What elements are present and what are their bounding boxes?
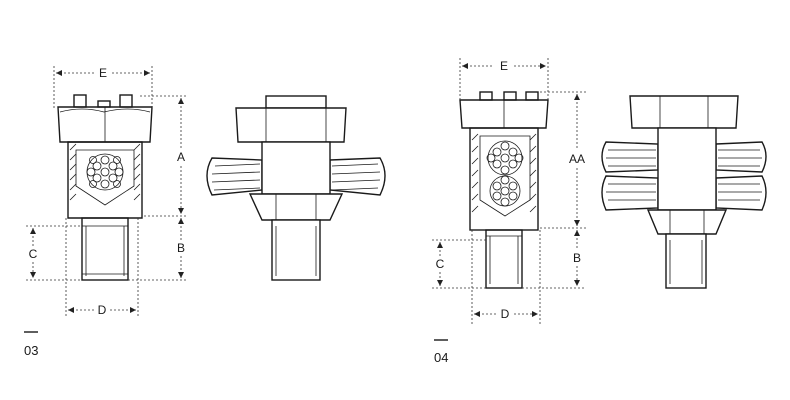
fig04-label-b: B (573, 251, 581, 265)
fig03-exterior-body (261, 141, 331, 195)
fig04-dimensions (432, 58, 586, 324)
fig03-number: 03 (24, 343, 38, 358)
fig03-body (67, 141, 143, 219)
fig03-bottom-flange (248, 193, 344, 221)
fig03-exterior-view (206, 95, 386, 281)
fig03-section-view (57, 94, 153, 281)
fig03-cable-strands (86, 153, 124, 191)
fig04-lug-left (479, 91, 493, 101)
fig03-label-b: B (177, 241, 185, 255)
fig04-cable-lower-left (601, 175, 659, 211)
fig03-exterior-nut (235, 107, 347, 143)
fig03-label-d: D (98, 303, 107, 317)
fig04-section-view (459, 91, 549, 289)
fig04-exterior-nut (629, 95, 739, 129)
fig04-lug-center (503, 91, 517, 101)
fig04-exterior-view (601, 95, 767, 289)
fig03-dimensions (26, 66, 188, 318)
fig03-lug-right (119, 94, 133, 108)
fig04-cable-strands-upper (486, 140, 524, 176)
fig04-cable-lower-right (715, 175, 767, 211)
fig03-exterior-stud (271, 219, 321, 281)
fig04-bottom-flange (646, 209, 728, 235)
fig03-label-a: A (177, 150, 185, 164)
fig03-cable-left (206, 157, 263, 196)
fig03-threaded-stud (81, 217, 129, 281)
fig04-threaded-stud (485, 229, 523, 289)
fig04-cable-upper-left (601, 141, 659, 173)
fig04-cable-upper-right (715, 141, 767, 173)
fig04-lug-right (525, 91, 539, 101)
fig03-cable-right (329, 157, 386, 196)
fig04-number: 04 (434, 350, 448, 365)
fig03-cable-cavity (75, 149, 135, 206)
fig04-label-aa: AA (569, 152, 585, 166)
fig04-exterior-stud (665, 233, 707, 289)
fig04-label-e: E (500, 59, 508, 73)
fig04-cable-strands-lower (489, 175, 521, 207)
fig03-top-cap (265, 95, 327, 109)
fig04-cable-cavity (479, 135, 531, 217)
fig03-lug-center (97, 100, 111, 108)
fig04-exterior-body (657, 127, 717, 211)
fig04-hex-nut (459, 99, 549, 129)
fig03-label-e: E (99, 66, 107, 80)
fig03-label-c: C (29, 247, 38, 261)
fig04-label-c: C (436, 257, 445, 271)
fig03-hex-nut (57, 106, 153, 143)
fig04-label-d: D (501, 307, 510, 321)
fig03-lug-left (73, 94, 87, 108)
